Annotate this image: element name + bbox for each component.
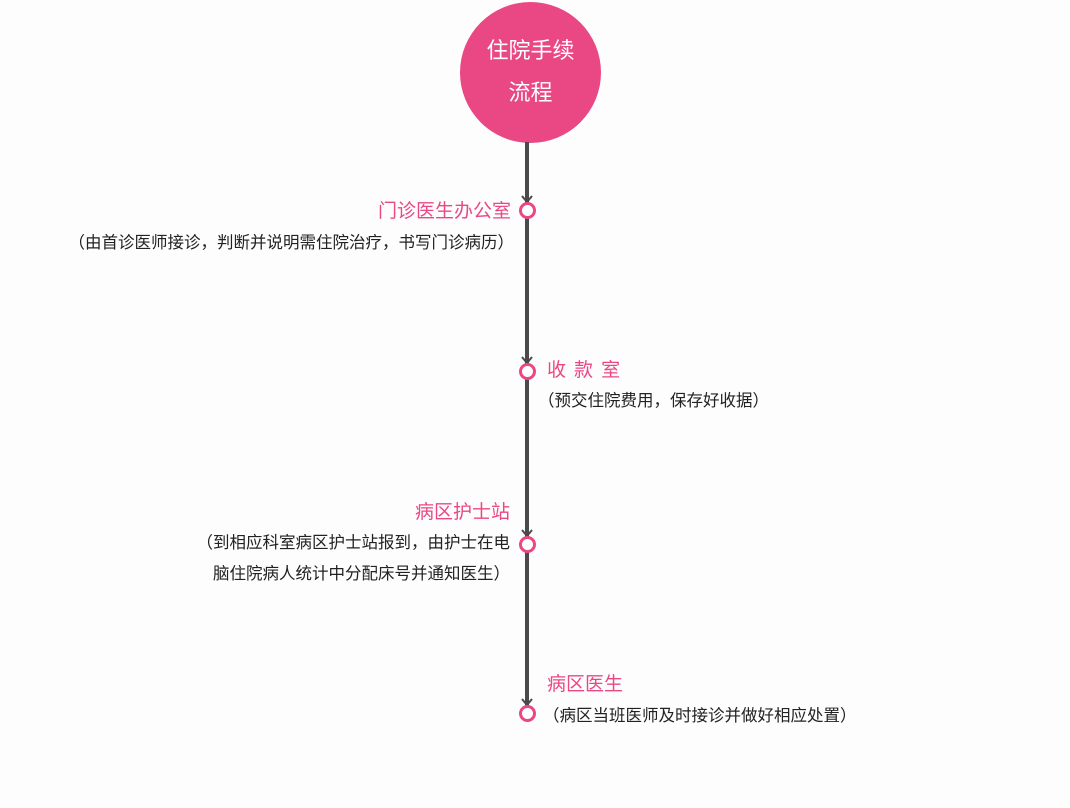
step-4-title: 病区医生 (547, 673, 624, 695)
step-2-title: 收 款 室 (547, 359, 622, 381)
process-title-line1: 住院手续 (486, 38, 575, 64)
step-node-3 (519, 536, 536, 553)
process-title-line2: 流程 (508, 80, 553, 106)
step-2-description: （预交住院费用，保存好收据） (538, 391, 769, 410)
timeline-connector (525, 142, 529, 714)
process-title-circle: 住院手续 流程 (460, 2, 601, 143)
step-1-title: 门诊医生办公室 (377, 200, 511, 222)
step-node-4 (519, 705, 536, 722)
step-node-1 (519, 202, 536, 219)
step-node-2 (519, 363, 536, 380)
step-1-description: （由首诊医师接诊，判断并说明需住院治疗，书写门诊病历） (68, 233, 515, 252)
step-3-title: 病区护士站 (414, 501, 510, 523)
step-3-description-line1: （到相应科室病区护士站报到，由护士在电 (196, 533, 511, 552)
step-4-description: （病区当班医师及时接诊并做好相应处置） (543, 706, 857, 725)
step-3-description-line2: 脑住院病人统计中分配床号并通知医生） (213, 564, 510, 583)
